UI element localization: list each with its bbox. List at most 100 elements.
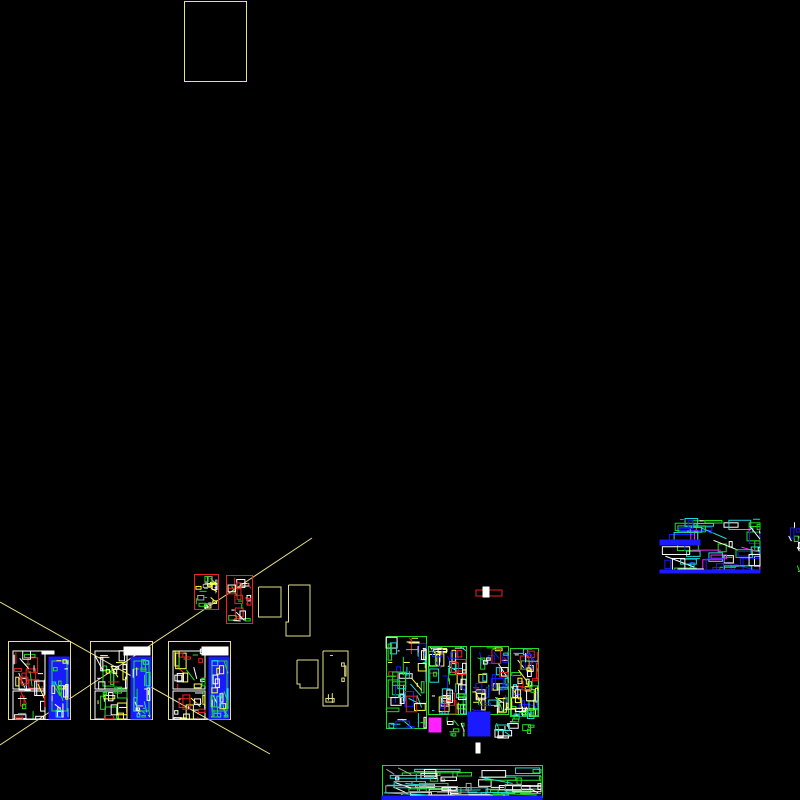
floor-plan-detail (227, 584, 236, 593)
floor-plan-detail (105, 669, 110, 674)
detail-sheet (735, 549, 753, 558)
detail-sheet (754, 540, 761, 552)
sheet-title-block (123, 646, 151, 656)
floor-plan-detail (432, 646, 443, 658)
floor-plan-detail (147, 714, 151, 718)
floor-plan-detail (526, 667, 531, 672)
floor-plan-detail (441, 688, 451, 704)
floor-plan-detail (451, 662, 459, 674)
section-elevation-detail (537, 783, 542, 791)
footprint-outline (285, 584, 311, 637)
floor-plan-detail (519, 655, 530, 670)
floor-plan-detail (411, 678, 423, 691)
floor-plan-detail (454, 659, 467, 672)
floor-plan-detail (14, 714, 27, 719)
detail-sheet (749, 526, 761, 540)
floor-plan-detail (28, 679, 40, 689)
floor-plan-detail (477, 657, 489, 663)
floor-plan-detail (521, 686, 531, 691)
detail-sheet (728, 541, 733, 548)
floor-plan-detail (395, 720, 411, 729)
detail-sheet (788, 535, 792, 542)
floor-plan-detail (531, 678, 539, 682)
floor-plan-detail (499, 672, 509, 678)
section-elevation-detail (500, 793, 537, 796)
floor-plan-detail (526, 703, 537, 708)
floor-plan-detail (518, 669, 528, 682)
floor-plan-detail (21, 703, 27, 710)
floor-plan-detail (481, 693, 486, 711)
floor-plan-detail (108, 692, 114, 702)
floor-plan-detail (413, 703, 426, 711)
detail-block (428, 717, 442, 733)
section-elevation-detail (479, 776, 513, 784)
floor-plan-detail (201, 677, 206, 687)
floor-plan-detail (110, 704, 118, 716)
floor-plan-detail (505, 702, 509, 709)
detail-sheet-band (659, 569, 761, 574)
floor-plan-detail (486, 657, 491, 661)
floor-plan-detail (234, 594, 244, 604)
detail-block (446, 721, 454, 725)
floor-plan-detail (193, 683, 202, 689)
section-baseline (381, 795, 543, 800)
floor-plan-detail (495, 697, 502, 703)
floor-plan-detail (522, 714, 527, 717)
floor-plan-detail (20, 690, 27, 705)
floor-plan-detail (133, 697, 138, 712)
floor-plan-detail (460, 646, 467, 652)
floor-plan-detail (110, 672, 115, 685)
detail-sheet (685, 550, 701, 557)
section-elevation-detail (420, 773, 438, 779)
floor-plan-detail (146, 687, 151, 701)
floor-plan-detail (417, 662, 427, 672)
floor-plan-detail (210, 577, 214, 584)
section-elevation-detail (440, 776, 457, 782)
floor-plan-detail (398, 694, 406, 698)
floor-plan-detail (456, 672, 463, 685)
floor-plan-detail (223, 691, 229, 703)
floor-plan-detail (211, 706, 218, 718)
floor-plan-detail (216, 695, 222, 708)
footprint-detail (325, 697, 335, 703)
floor-plan-detail (173, 717, 182, 720)
plan-frame-red (194, 574, 219, 610)
detail-sheet (748, 522, 761, 528)
detail-block (508, 723, 519, 729)
section-elevation-detail (478, 779, 492, 787)
floor-plan-detail (410, 683, 422, 697)
floor-plan-detail (223, 714, 229, 718)
floor-plan-detail (122, 664, 128, 670)
section-elevation-detail (530, 788, 539, 794)
floor-plan-detail (474, 690, 483, 706)
floor-plan-detail (114, 686, 123, 694)
floor-plan-detail (429, 653, 440, 667)
floor-plan-detail (428, 650, 436, 667)
floor-plan-detail (528, 681, 533, 688)
floor-plan-detail (198, 602, 207, 607)
detail-sheet (728, 519, 752, 531)
floor-plan-detail (223, 661, 229, 674)
footprint-detail (341, 677, 345, 682)
floor-plan-detail (512, 685, 519, 698)
floor-plan-detail (449, 651, 459, 659)
floor-plan-detail (176, 673, 184, 683)
detail-block (527, 724, 535, 728)
floor-plan-detail (451, 649, 457, 665)
detail-block (526, 709, 535, 716)
section-marker (482, 586, 490, 598)
floor-plan-detail (232, 619, 241, 622)
floor-plan-detail (182, 694, 191, 710)
sheet-title-block (41, 650, 55, 655)
detail-sheet (795, 528, 800, 533)
floor-plan-detail (29, 670, 33, 687)
floor-plan-detail (14, 668, 22, 672)
floor-plan-detail (207, 582, 213, 587)
floor-plan-detail (462, 698, 467, 710)
floor-plan-detail (444, 700, 457, 715)
section-elevation-detail (481, 770, 507, 778)
floor-plan-detail (535, 662, 539, 679)
floor-plan-detail (447, 655, 454, 670)
floor-plan-detail (457, 684, 467, 701)
